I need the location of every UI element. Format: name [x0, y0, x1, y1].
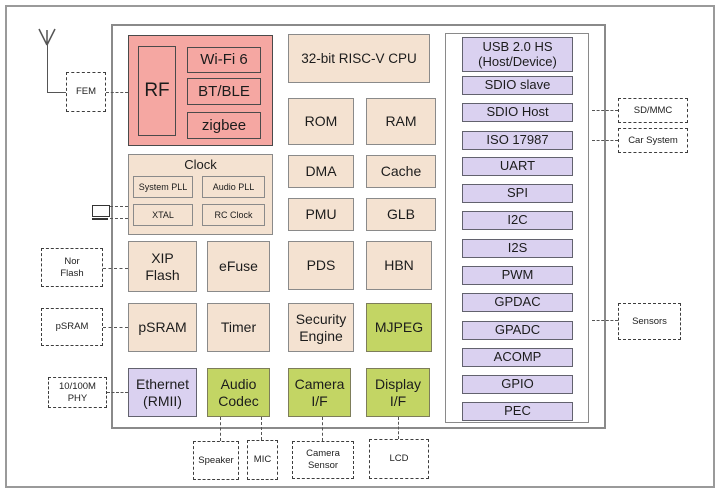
block-security-engine: Security Engine: [288, 303, 354, 352]
sensors-box: Sensors: [618, 303, 681, 340]
block-sdio-host: SDIO Host: [462, 103, 573, 122]
block-iso17987: ISO 17987: [462, 131, 573, 150]
crystal-icon: [92, 205, 110, 217]
block-dma: DMA: [288, 155, 354, 188]
connector-fem-rf: [106, 92, 128, 93]
antenna-fem-line: [47, 92, 66, 93]
block-pds: PDS: [288, 241, 354, 290]
block-acomp: ACOMP: [462, 348, 573, 367]
block-system-pll: System PLL: [133, 176, 193, 198]
block-zigbee: zigbee: [187, 112, 261, 139]
block-ethernet-rmii: Ethernet (RMII): [128, 368, 197, 417]
block-usb: USB 2.0 HS (Host/Device): [462, 37, 573, 72]
block-psram: pSRAM: [128, 303, 197, 352]
antenna-stem-line: [47, 45, 48, 92]
connector-norflash-xip: [103, 268, 128, 269]
block-camera-if: Camera I/F: [288, 368, 351, 417]
block-gpdac: GPDAC: [462, 293, 573, 312]
crystal-plate: [92, 218, 108, 220]
block-rf: RF: [138, 46, 176, 136]
nor-flash-box: Nor Flash: [41, 248, 103, 287]
block-sdio-slave: SDIO slave: [462, 76, 573, 95]
block-wifi6: Wi-Fi 6: [187, 47, 261, 73]
block-riscv-cpu: 32-bit RISC-V CPU: [288, 34, 430, 83]
block-display-if: Display I/F: [366, 368, 430, 417]
connector-psram: [103, 327, 128, 328]
block-mjpeg: MJPEG: [366, 303, 432, 352]
block-xip-flash: XIP Flash: [128, 241, 197, 292]
block-timer: Timer: [207, 303, 270, 352]
camera-sensor-box: Camera Sensor: [292, 441, 354, 479]
connector-sdiohost-sdmmc: [592, 110, 618, 111]
block-pmu: PMU: [288, 198, 354, 231]
connector-xtal-bottom: [100, 218, 133, 219]
clock-title: Clock: [184, 157, 217, 172]
block-uart: UART: [462, 157, 573, 176]
block-spi: SPI: [462, 184, 573, 203]
block-bt-ble: BT/BLE: [187, 78, 261, 105]
connector-codec-speaker: [220, 417, 221, 441]
block-rom: ROM: [288, 98, 354, 145]
psram-ext-box: pSRAM: [41, 308, 103, 346]
car-system-box: Car System: [618, 128, 688, 153]
connector-sensors: [592, 320, 618, 321]
block-audio-codec: Audio Codec: [207, 368, 270, 417]
block-cache: Cache: [366, 155, 436, 188]
antenna-icon: [38, 28, 56, 46]
mic-box: MIC: [247, 440, 278, 480]
fem-box: FEM: [66, 72, 106, 112]
block-hbn: HBN: [366, 241, 432, 290]
phy-box: 10/100M PHY: [48, 377, 107, 408]
block-gpadc: GPADC: [462, 321, 573, 340]
connector-codec-mic: [261, 417, 262, 440]
block-gpio: GPIO: [462, 375, 573, 394]
speaker-box: Speaker: [193, 441, 239, 480]
block-rc-clock: RC Clock: [202, 204, 265, 226]
sd-mmc-box: SD/MMC: [618, 98, 688, 123]
block-audio-pll: Audio PLL: [202, 176, 265, 198]
connector-camera-sensor: [322, 417, 323, 441]
connector-display-lcd: [398, 417, 399, 439]
block-efuse: eFuse: [207, 241, 270, 292]
lcd-box: LCD: [369, 439, 429, 479]
connector-phy-ethernet: [107, 392, 128, 393]
block-pwm: PWM: [462, 266, 573, 285]
block-glb: GLB: [366, 198, 436, 231]
connector-iso-carsystem: [592, 140, 618, 141]
connector-xtal-top: [100, 206, 133, 207]
block-pec: PEC: [462, 402, 573, 421]
block-i2s: I2S: [462, 239, 573, 258]
block-ram: RAM: [366, 98, 436, 145]
block-xtal: XTAL: [133, 204, 193, 226]
block-i2c: I2C: [462, 211, 573, 230]
